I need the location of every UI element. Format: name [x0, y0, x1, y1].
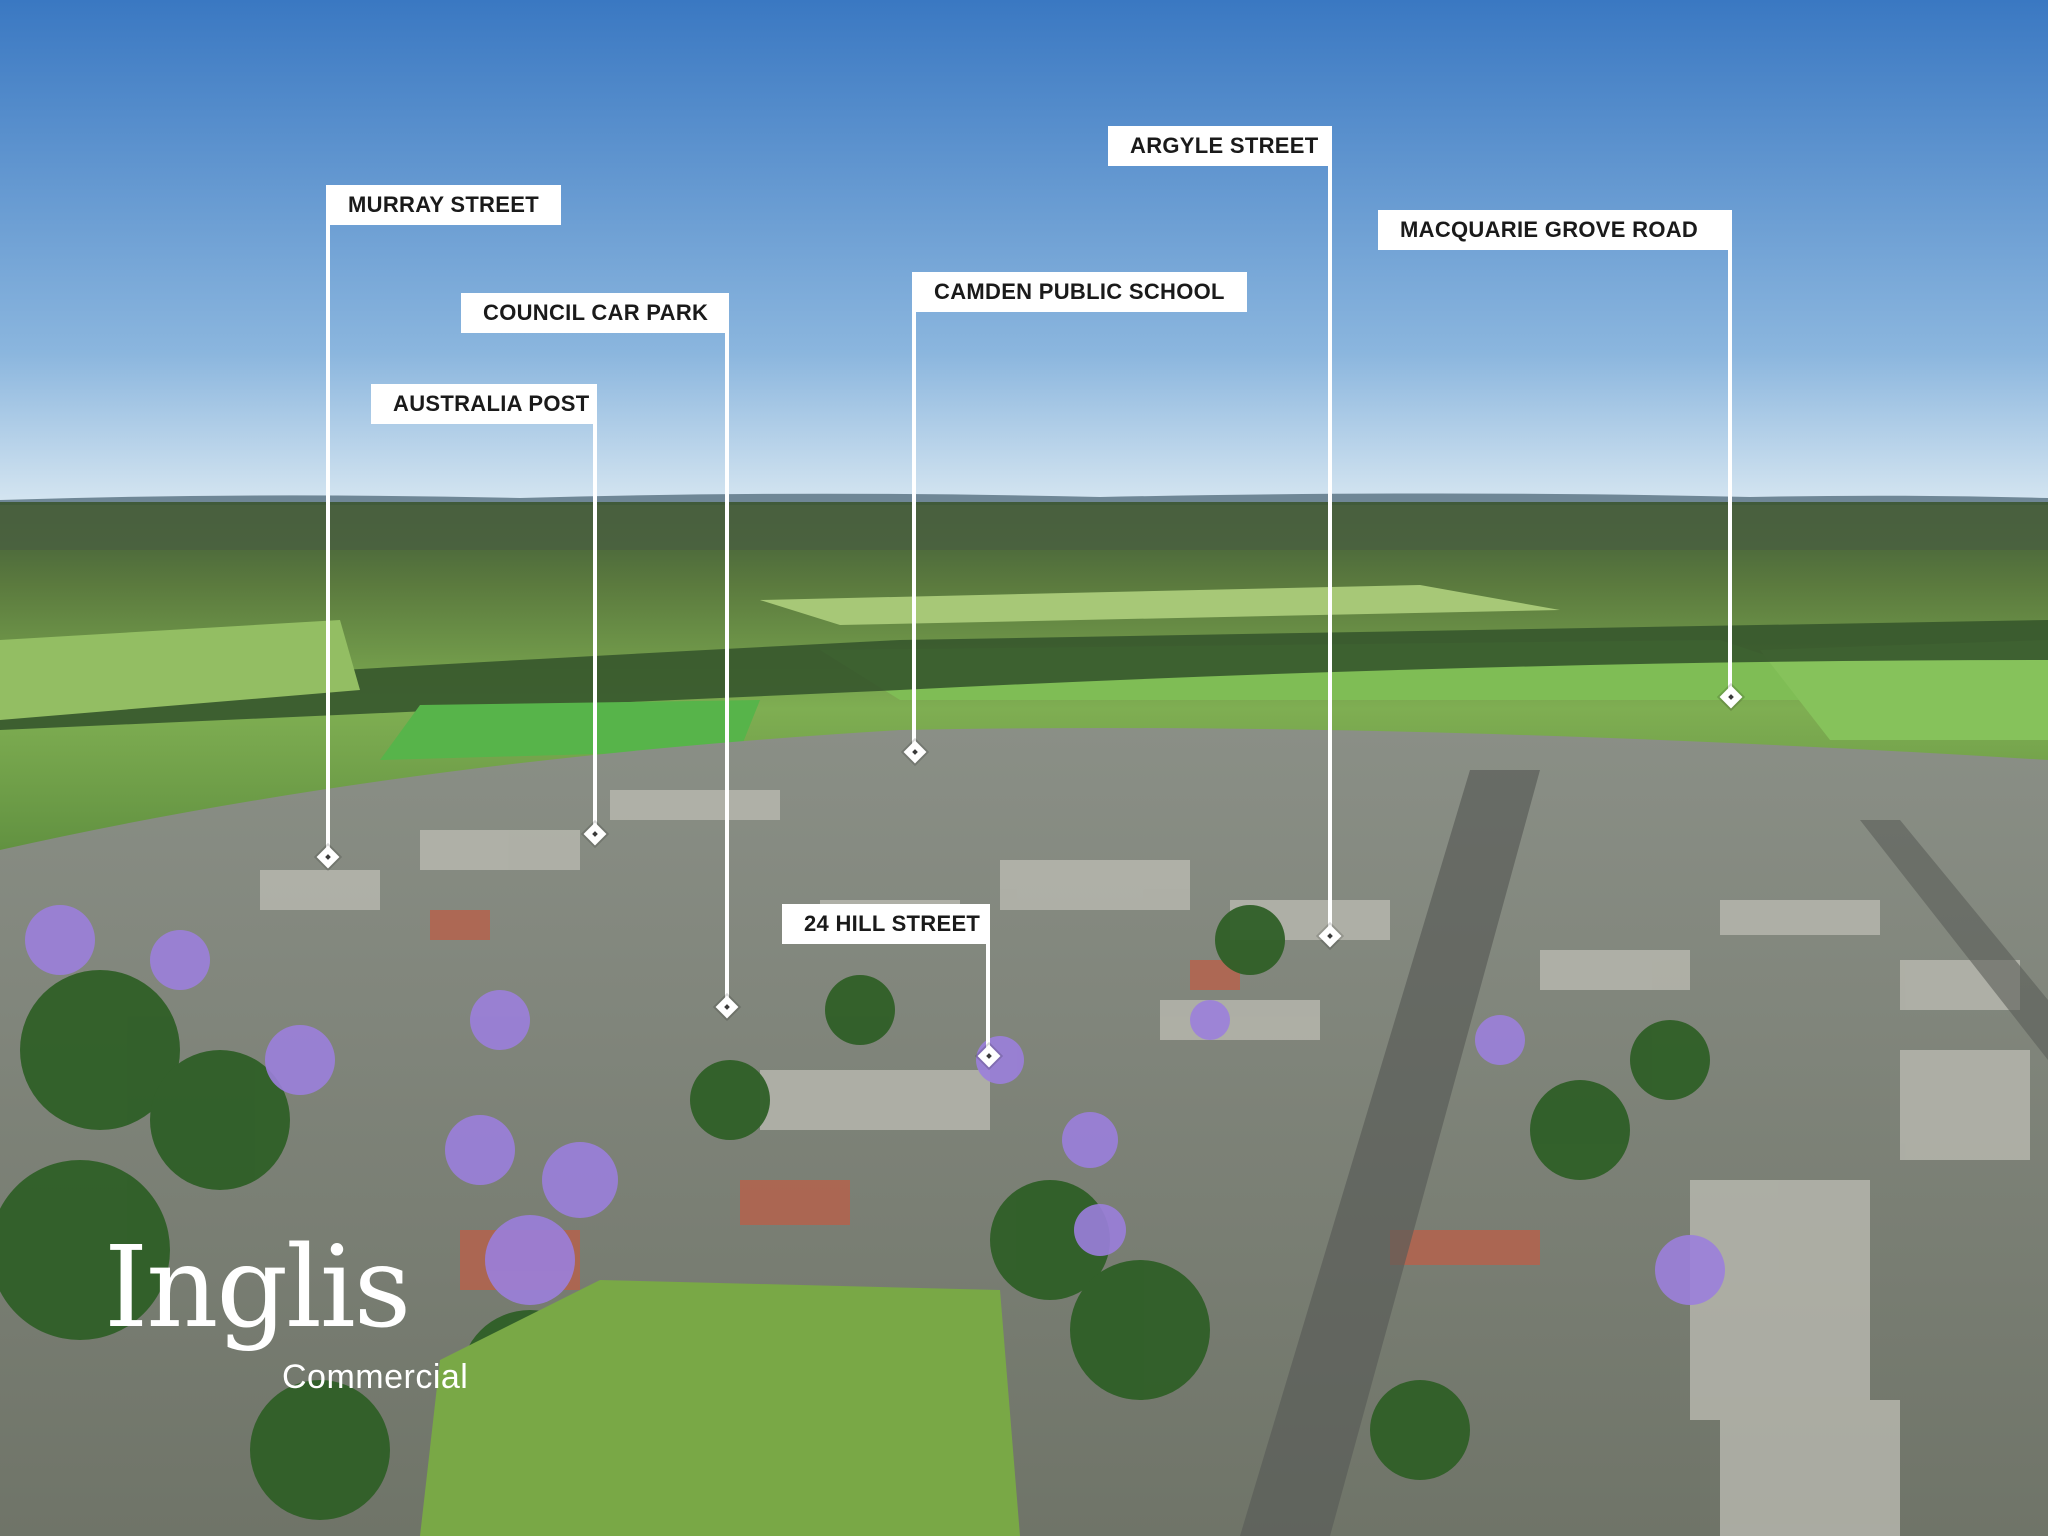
field-left	[0, 620, 360, 720]
side-road	[1860, 820, 2048, 1060]
far-tree-band	[0, 505, 2048, 550]
paddock-far	[760, 585, 1560, 625]
callout-stem	[986, 904, 990, 1054]
callout-stem	[1728, 210, 1732, 694]
paddock-right	[1760, 640, 2048, 740]
jacaranda-trees	[25, 905, 1725, 1480]
label-24-hill-street: 24 HILL STREET	[782, 904, 990, 944]
sports-field	[380, 700, 760, 760]
callout-stem	[326, 185, 330, 855]
callout-stem	[725, 293, 729, 1005]
callout-stem	[912, 272, 916, 750]
main-road	[1240, 770, 1540, 1536]
label-council-car-park: COUNCIL CAR PARK	[461, 293, 729, 333]
sky	[0, 0, 2048, 505]
inglis-commercial-logo: Inglis Commercial	[104, 1223, 468, 1396]
callout-stem	[593, 384, 597, 832]
label-camden-public-school: CAMDEN PUBLIC SCHOOL	[912, 272, 1247, 312]
tree-line	[0, 620, 2048, 730]
logo-sub: Commercial	[282, 1358, 469, 1396]
park-lawn	[420, 1280, 1020, 1536]
label-macquarie-grove-road: MACQUARIE GROVE ROAD	[1378, 210, 1732, 250]
label-argyle-street: ARGYLE STREET	[1108, 126, 1332, 166]
label-australia-post: AUSTRALIA POST	[371, 384, 597, 424]
logo-brand: Inglis	[104, 1223, 411, 1353]
label-murray-street: MURRAY STREET	[326, 185, 561, 225]
callout-stem	[1328, 126, 1332, 934]
